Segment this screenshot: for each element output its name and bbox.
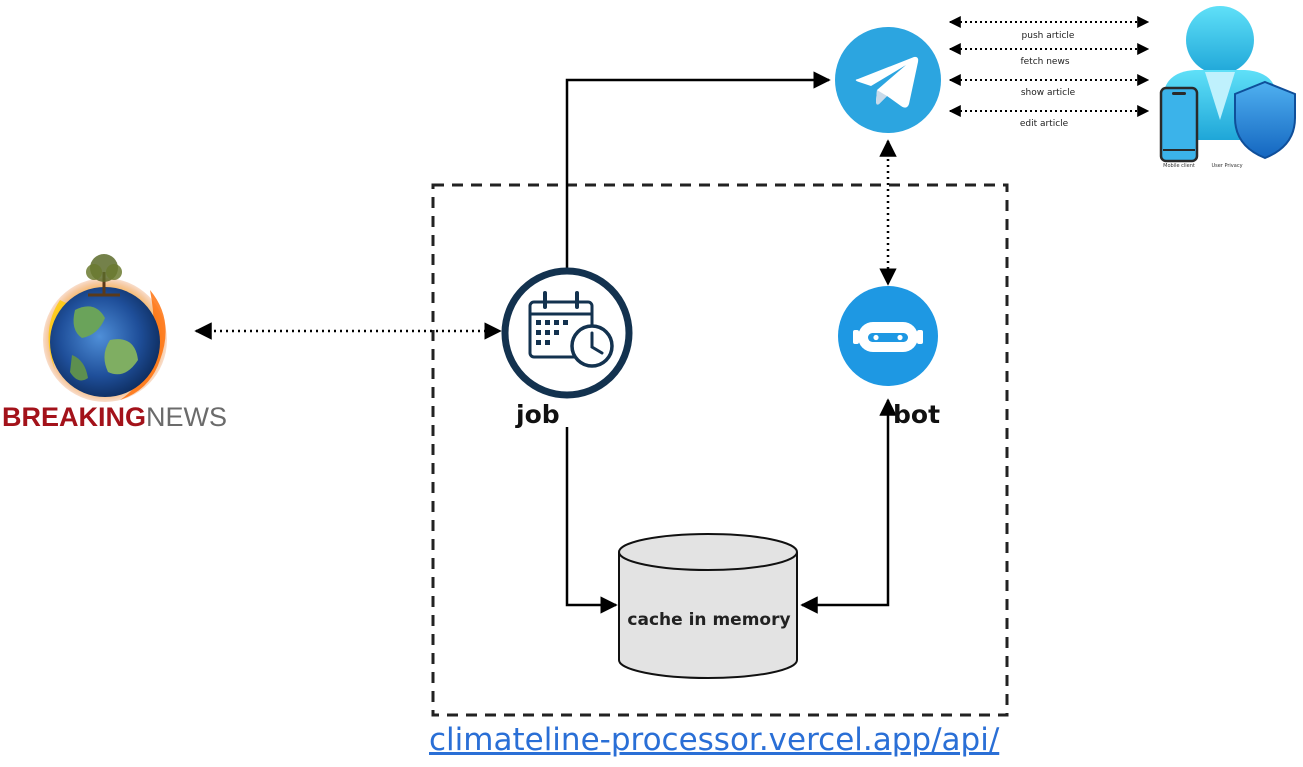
message-label-show: show article [1020,88,1076,98]
breaking-word: BREAKING [2,402,147,432]
database-cylinder-icon [618,533,798,679]
endpoint-link[interactable]: climateline-processor.vercel.app/api/ [429,722,1000,758]
cache-label: cache in memory [627,610,791,630]
job-to-telegram-arrow [565,71,831,268]
news-word: NEWS [146,402,228,432]
calendar-clock-icon [501,267,633,399]
mobile-phone-icon [1159,86,1199,163]
bot-cache-arrow [800,398,897,614]
earth-news-icon [43,254,167,402]
job-label: job [516,400,560,429]
message-label-fetch: fetch news [1020,57,1070,67]
robot-icon [838,286,938,386]
mobile-client-label: Mobile client [1163,163,1195,169]
telegram-icon [835,27,941,133]
service-boundary [431,183,1009,717]
job-to-cache-arrow [565,427,618,614]
message-label-edit: edit article [1019,119,1069,129]
breaking-news-logo: BREAKINGNEWS [2,402,227,433]
bot-label: bot [893,400,941,429]
shield-icon [1234,80,1296,160]
user-privacy-label: User Privacy [1211,163,1243,169]
message-label-push: push article [1021,31,1075,41]
